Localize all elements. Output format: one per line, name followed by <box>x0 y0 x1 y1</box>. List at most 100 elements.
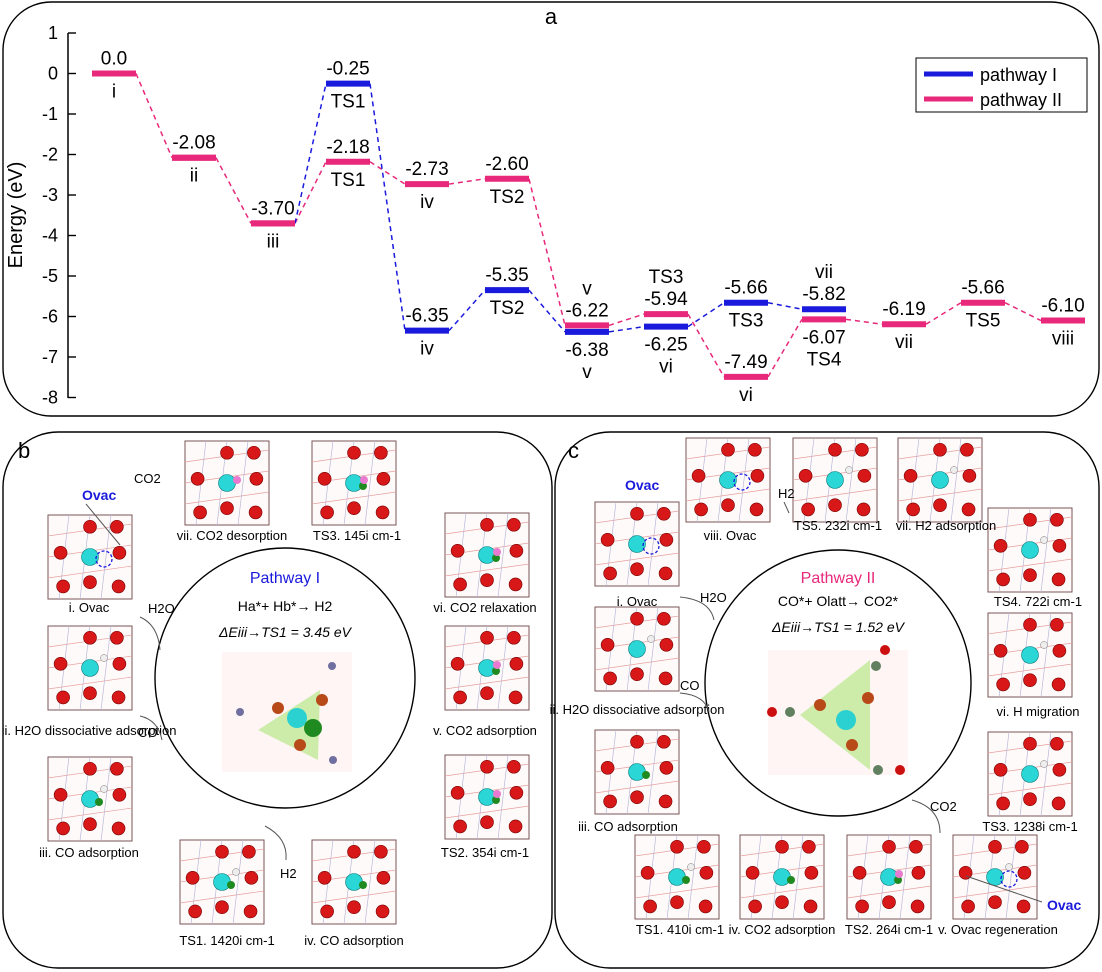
panel-a-label: a <box>545 4 558 29</box>
b-state-ts3: TS3. 145i cm-1 <box>313 528 401 543</box>
b-structure-ii <box>47 625 133 711</box>
p2-v-value: -6.22 <box>565 300 608 321</box>
pathway-ii-center-structure <box>767 645 908 775</box>
c-state-iv: iv. CO2 adsorption <box>729 922 836 937</box>
pathway-ii-title: Pathway II <box>801 570 876 587</box>
c-state-ts3: TS3. 1238i cm-1 <box>982 819 1077 834</box>
b-structure-iii <box>47 756 133 842</box>
c-structure-vii <box>897 437 983 523</box>
p2-ts5-state: TS5 <box>966 311 1001 332</box>
panel-c-frame <box>554 431 1100 969</box>
p2-viii-value: -6.10 <box>1041 296 1084 317</box>
b-structure-i <box>47 514 133 600</box>
b-arrow-h2o: H2O <box>148 601 175 616</box>
c-state-viii: viii. Ovac <box>704 528 757 543</box>
p1-ts1-state: TS1 <box>331 92 366 113</box>
p2-ts4-value: -6.07 <box>802 327 845 348</box>
b-structure-ts1 <box>179 839 265 925</box>
b-state-ts1: TS1. 1420i cm-1 <box>179 933 274 948</box>
c-state-ts1: TS1. 410i cm-1 <box>636 922 724 937</box>
p1-v-state: v <box>582 362 592 383</box>
b-structure-iv <box>311 839 397 925</box>
pathway-ii-connector <box>528 178 566 326</box>
level-i-value: 0.0 <box>101 49 127 70</box>
p2-vii-state: vii <box>895 332 913 353</box>
level-i-state: i <box>112 82 116 103</box>
p2-vii-value: -6.19 <box>882 299 925 320</box>
p2-iv-state: iv <box>420 192 434 213</box>
panel-b-frame <box>2 431 553 969</box>
level-iii-value: -3.70 <box>251 198 294 219</box>
pathway-ii-connector <box>135 73 173 159</box>
p1-vii-value: -5.82 <box>802 284 845 305</box>
c-arrow-co2: CO2 <box>930 799 957 814</box>
c-structure-ts4 <box>987 507 1073 593</box>
c-state-ts5: TS5. 232i cm-1 <box>794 518 882 533</box>
energy-levels <box>92 70 1085 380</box>
c-ovac-label: Ovac <box>625 477 659 493</box>
c-state-iii: iii. CO adsorption <box>578 819 678 834</box>
p2-ts3-state: TS3 <box>649 267 684 288</box>
p2-vi-value: -7.49 <box>724 352 767 373</box>
b-structure-ts3 <box>311 440 397 526</box>
c-structure-vi <box>987 612 1073 698</box>
pathway-i-connector <box>294 83 327 224</box>
p2-ts1-state: TS1 <box>331 170 366 191</box>
panel-b-label: b <box>18 438 30 463</box>
c-structure-ts1 <box>634 834 720 920</box>
pathway-i-connector <box>767 301 803 310</box>
c-state-vi: vi. H migration <box>996 704 1079 719</box>
pathway-ii-delta-e: ΔEiii→TS1 = 1.52 eV <box>771 619 906 635</box>
c-structure-ts2 <box>846 834 932 920</box>
b-arrow-co2: CO2 <box>134 471 161 486</box>
y-tick-label: 1 <box>48 23 58 43</box>
p1-ts3-value: -5.66 <box>724 278 767 299</box>
c-ovac-label-regen: Ovac <box>1047 897 1081 913</box>
pathway-i-connector <box>528 289 566 333</box>
pathway-ii-circle <box>704 549 972 817</box>
p1-ts3-state: TS3 <box>729 311 764 332</box>
p2-vi-state: vi <box>739 385 753 406</box>
b-structure-ts2 <box>444 754 530 840</box>
p1-v-value: -6.38 <box>565 340 608 361</box>
pathway-ii-connector <box>215 157 252 224</box>
c-structure-ts3 <box>987 731 1073 817</box>
level-ii-state: ii <box>190 166 198 187</box>
b-structure-vi <box>444 512 530 598</box>
pathway-i-circle <box>154 547 416 809</box>
y-tick-label: -4 <box>42 226 58 246</box>
c-arrow-co: CO <box>680 678 700 693</box>
connector-lines <box>135 73 1042 378</box>
c-structure-ts5 <box>792 437 878 523</box>
pathway-i-delta-e: ΔEiii→TS1 = 3.45 eV <box>218 624 353 640</box>
legend: pathway I pathway II <box>915 57 1088 113</box>
b-ovac-label: Ovac <box>82 487 116 503</box>
p1-vii-state: vii <box>815 262 833 283</box>
b-state-v: v. CO2 adsorption <box>433 723 537 738</box>
b-state-i: i. Ovac <box>69 600 110 615</box>
p2-ts3-value: -5.94 <box>644 289 688 310</box>
p1-ts2-state: TS2 <box>490 298 525 319</box>
c-state-i: i. Ovac <box>617 594 658 609</box>
pathway-ii-connector <box>448 178 486 185</box>
p1-ts1-value: -0.25 <box>326 59 369 80</box>
p1-iv-state: iv <box>420 339 434 360</box>
pathway-ii-connector <box>1004 302 1042 322</box>
pathway-ii-connector <box>925 302 962 325</box>
y-tick-label: -2 <box>42 145 58 165</box>
y-ticks: 10-1-2-3-4-5-6-7-8 <box>42 23 76 408</box>
y-tick-label: -6 <box>42 307 58 327</box>
c-structure-ii <box>594 606 680 692</box>
y-tick-label: -7 <box>42 347 58 367</box>
c-structure-i <box>594 501 680 587</box>
pathway-ii-connector <box>608 313 645 327</box>
c-state-v: v. Ovac regeneration <box>938 922 1058 937</box>
c-structure-iii <box>594 729 680 815</box>
c-structure-viii <box>685 437 771 523</box>
b-state-iii: iii. CO adsorption <box>39 845 139 860</box>
pathway-i-connector <box>608 325 645 333</box>
pathway-ii-connector <box>294 161 327 224</box>
y-axis-label: Energy (eV) <box>5 162 27 269</box>
p1-vi-state: vi <box>659 357 673 378</box>
